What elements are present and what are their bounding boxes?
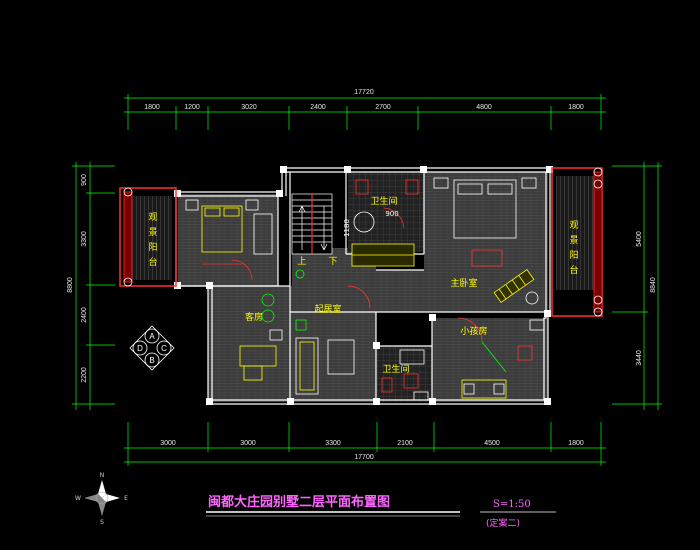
bathroom-top-label: 卫生间: [370, 195, 397, 207]
door-900-annotation: 900: [385, 210, 398, 218]
right-total-dim: 8840: [650, 277, 657, 293]
door-1180-annotation: 1180: [343, 219, 351, 237]
top-dim-2: 1200: [184, 104, 200, 111]
bottom-dim-2: 3000: [240, 440, 256, 447]
right-dim-1: 5400: [636, 231, 643, 247]
bottom-dim-1: 3000: [160, 440, 176, 447]
guest-bedroom-furniture: [185, 199, 273, 265]
left-balcony-label-3: 阳: [148, 242, 157, 253]
right-dim-2: 3440: [636, 350, 643, 366]
living-room-label: 起居室: [314, 303, 341, 315]
kids-room-furniture: [457, 317, 545, 399]
bathroom-bottom-fixtures: [381, 349, 429, 401]
master-bedroom-furniture: [433, 177, 539, 305]
compass-south-label: S: [100, 519, 104, 526]
top-dim-6: 4800: [476, 104, 492, 111]
north-arrow-icon: [84, 480, 120, 516]
bathroom-top-fixtures: [351, 179, 419, 267]
structural-columns: [174, 166, 553, 405]
right-balcony-label-4: 台: [569, 264, 578, 276]
living-room-furniture: [295, 269, 371, 395]
top-dimension-chain: [124, 94, 606, 130]
left-balcony-label-1: 观: [148, 212, 157, 223]
section-index-marker: [129, 325, 175, 371]
left-dim-2: 3300: [81, 231, 88, 247]
guest-room-label: 客房: [245, 311, 263, 323]
top-dim-7: 1800: [568, 104, 584, 111]
compass-north-label: N: [100, 472, 105, 479]
left-dimension-chain: [72, 162, 115, 410]
top-dim-3: 3020: [241, 104, 257, 111]
left-balcony-label-4: 台: [148, 256, 157, 268]
bottom-dim-3: 3300: [325, 440, 341, 447]
right-balcony-label-1: 观: [569, 220, 578, 231]
drawing-scale: S=1:50: [493, 499, 531, 510]
top-total-dim: 17720: [354, 89, 374, 96]
left-dim-4: 2200: [81, 367, 88, 383]
index-marker-d: D: [137, 344, 143, 353]
left-balcony: [119, 187, 177, 287]
left-dim-3: 2400: [81, 307, 88, 323]
bottom-total-dim: 17700: [354, 454, 374, 461]
bottom-dim-4: 2100: [397, 440, 413, 447]
master-bedroom-label: 主卧室: [450, 277, 477, 289]
right-balcony: [551, 167, 603, 317]
left-balcony-label-2: 景: [148, 227, 157, 238]
left-dim-1: 900: [81, 174, 88, 186]
bottom-dim-6: 1800: [568, 440, 584, 447]
compass-east-label: E: [124, 495, 128, 502]
top-dim-5: 2700: [375, 104, 391, 111]
compass-west-label: W: [75, 495, 81, 502]
staircase: [291, 193, 333, 255]
right-balcony-label-3: 阳: [569, 250, 578, 261]
bottom-dim-5: 4500: [484, 440, 500, 447]
kids-room-label: 小孩房: [460, 325, 487, 337]
bathroom-bottom-label: 卫生间: [382, 363, 409, 375]
walls: [175, 167, 551, 405]
right-dimension-chain: [612, 162, 662, 410]
stair-down-label: 下: [328, 257, 337, 267]
stair-up-label: 上: [297, 256, 306, 267]
drawing-scheme: (定案二): [486, 517, 520, 529]
right-balcony-label-2: 景: [569, 235, 578, 246]
top-dim-1: 1800: [144, 104, 160, 111]
index-marker-a: A: [149, 332, 155, 341]
top-dim-4: 2400: [310, 104, 326, 111]
bottom-dimension-chain: [124, 422, 606, 466]
drawing-title: 闽都大庄园别墅二层平面布置图: [208, 494, 390, 510]
left-total-dim: 8800: [67, 277, 74, 293]
guest-room-furniture: [231, 259, 283, 381]
index-marker-b: B: [149, 356, 154, 365]
index-marker-c: C: [161, 344, 167, 353]
